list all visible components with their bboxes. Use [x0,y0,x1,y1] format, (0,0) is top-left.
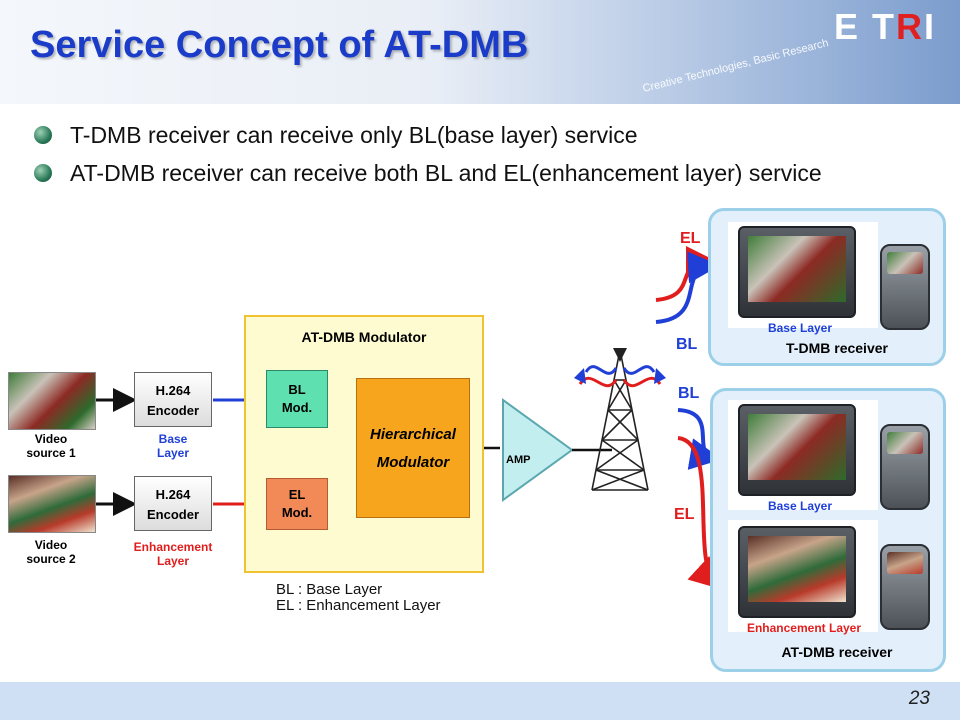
video-source-1-thumbnail [8,372,96,430]
video-source-2-thumbnail [8,475,96,533]
wave-blue-left [584,365,618,375]
atdmb-phone-device-enhancement [880,544,930,630]
signal-bl-to-tdmb [655,251,720,324]
slide-title: Service Concept of AT-DMB [30,24,529,66]
header-banner [0,0,960,104]
tdmb-tv-device [738,226,856,318]
signal-el-to-atdmb [677,436,722,590]
bullet-item: T-DMB receiver can receive only BL(base … [34,122,954,152]
broadcast-tower [591,349,649,491]
atdmb-phone-device-base [880,424,930,510]
atdmb-tv-device-enhancement [738,526,856,618]
footer-bar [0,682,960,720]
tdmb-receiver-label: T-DMB receiver [786,340,888,356]
bullet-text: T-DMB receiver can receive only BL(base … [70,122,638,148]
etri-logo: E TRI [834,6,937,47]
signal-label-bl-top: BL [676,336,698,353]
tdmb-phone-device [880,244,930,330]
bullet-icon [34,164,52,182]
atdmb-enhancement-layer-caption: Enhancement Layer [746,621,862,635]
wave-blue-right [622,365,656,375]
atdmb-tv-device-base [738,404,856,496]
bullet-text: AT-DMB receiver can receive both BL and … [70,160,822,186]
legend-bl: BL : Base Layer [276,581,383,598]
page-number: 23 [908,688,930,709]
tdmb-base-layer-caption: Base Layer [767,321,833,335]
bullet-item: AT-DMB receiver can receive both BL and … [34,160,954,190]
tower-tip [613,348,627,362]
atdmb-receiver-label: AT-DMB receiver [781,644,893,660]
legend: BL : Base Layer EL : Enhancement Layer [276,582,441,614]
amp-label: AMP [506,454,531,466]
legend-el: EL : Enhancement Layer [276,597,441,614]
signal-bl-to-atdmb [677,408,722,470]
signal-label-el-top: EL [680,230,701,247]
bullet-icon [34,126,52,144]
modulator-title: AT-DMB Modulator [301,329,427,345]
atdmb-base-layer-caption: Base Layer [767,499,833,513]
amp-triangle [502,398,574,502]
signal-label-el-bottom: EL [674,506,695,523]
signal-label-bl-bottom: BL [678,385,700,402]
